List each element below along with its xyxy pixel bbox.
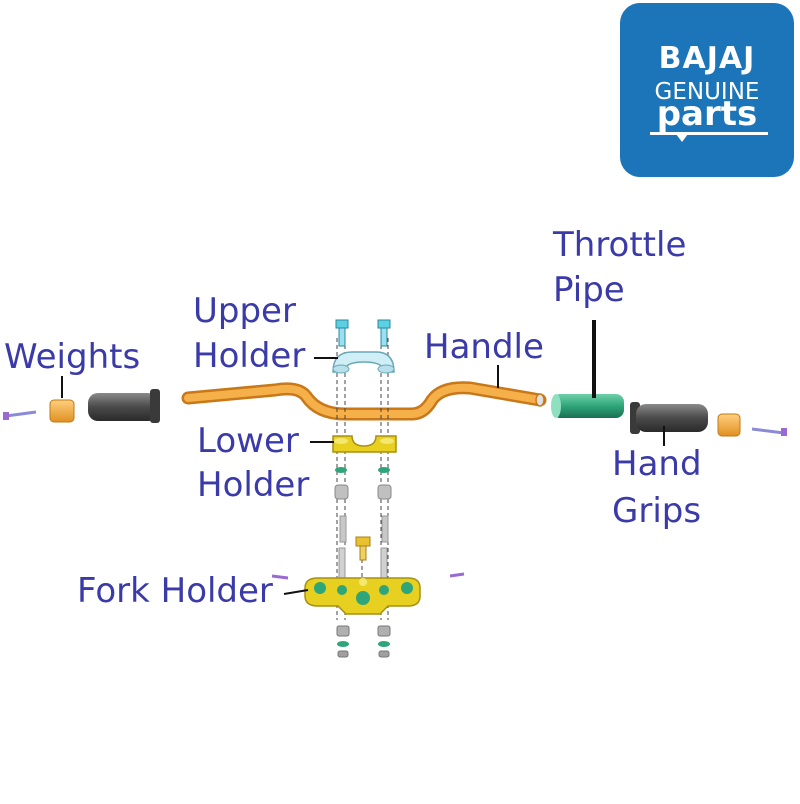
right-hand-grip [630, 402, 708, 434]
logo-parts: parts [656, 94, 758, 134]
fork-holder [304, 577, 421, 615]
label-hand-grips-line1: Hand [612, 444, 702, 484]
logo-underline [650, 132, 768, 135]
right-end-screw [751, 427, 787, 436]
label-upper-holder-line2: Holder [193, 336, 306, 376]
fork-holder-leader [283, 589, 309, 595]
bottom-nuts-washers [336, 625, 391, 658]
center-bolt [355, 536, 371, 561]
bajaj-genuine-parts-logo: BAJAJ GENUINE parts [620, 3, 794, 177]
label-fork-holder: Fork Holder [77, 571, 273, 611]
upper-holder [332, 351, 395, 374]
label-lower-holder-line2: Holder [197, 465, 310, 505]
right-weight [717, 413, 741, 437]
throttle-pipe [551, 394, 624, 418]
label-throttle-pipe-line1: Throttle [553, 225, 687, 265]
left-hand-grip [88, 389, 160, 423]
label-handle: Handle [424, 327, 544, 367]
left-weight [49, 399, 75, 423]
label-weights: Weights [4, 337, 141, 377]
logo-genuine: GENUINE [654, 79, 760, 105]
leader-lines [61, 320, 665, 595]
lower-holder [332, 435, 397, 453]
logo-brand: BAJAJ [658, 41, 756, 76]
upper-holder-bolts [335, 319, 391, 347]
fork-holder-side-screws [271, 572, 465, 580]
left-end-screw [3, 410, 37, 420]
label-throttle-pipe-line2: Pipe [553, 270, 625, 310]
label-lower-holder-line1: Lower [197, 421, 299, 461]
label-hand-grips-line2: Grips [612, 491, 702, 531]
logo-arrow-icon [676, 134, 688, 142]
label-upper-holder-line1: Upper [193, 291, 296, 331]
handlebar [181, 381, 547, 421]
washers-bushings [334, 467, 392, 543]
